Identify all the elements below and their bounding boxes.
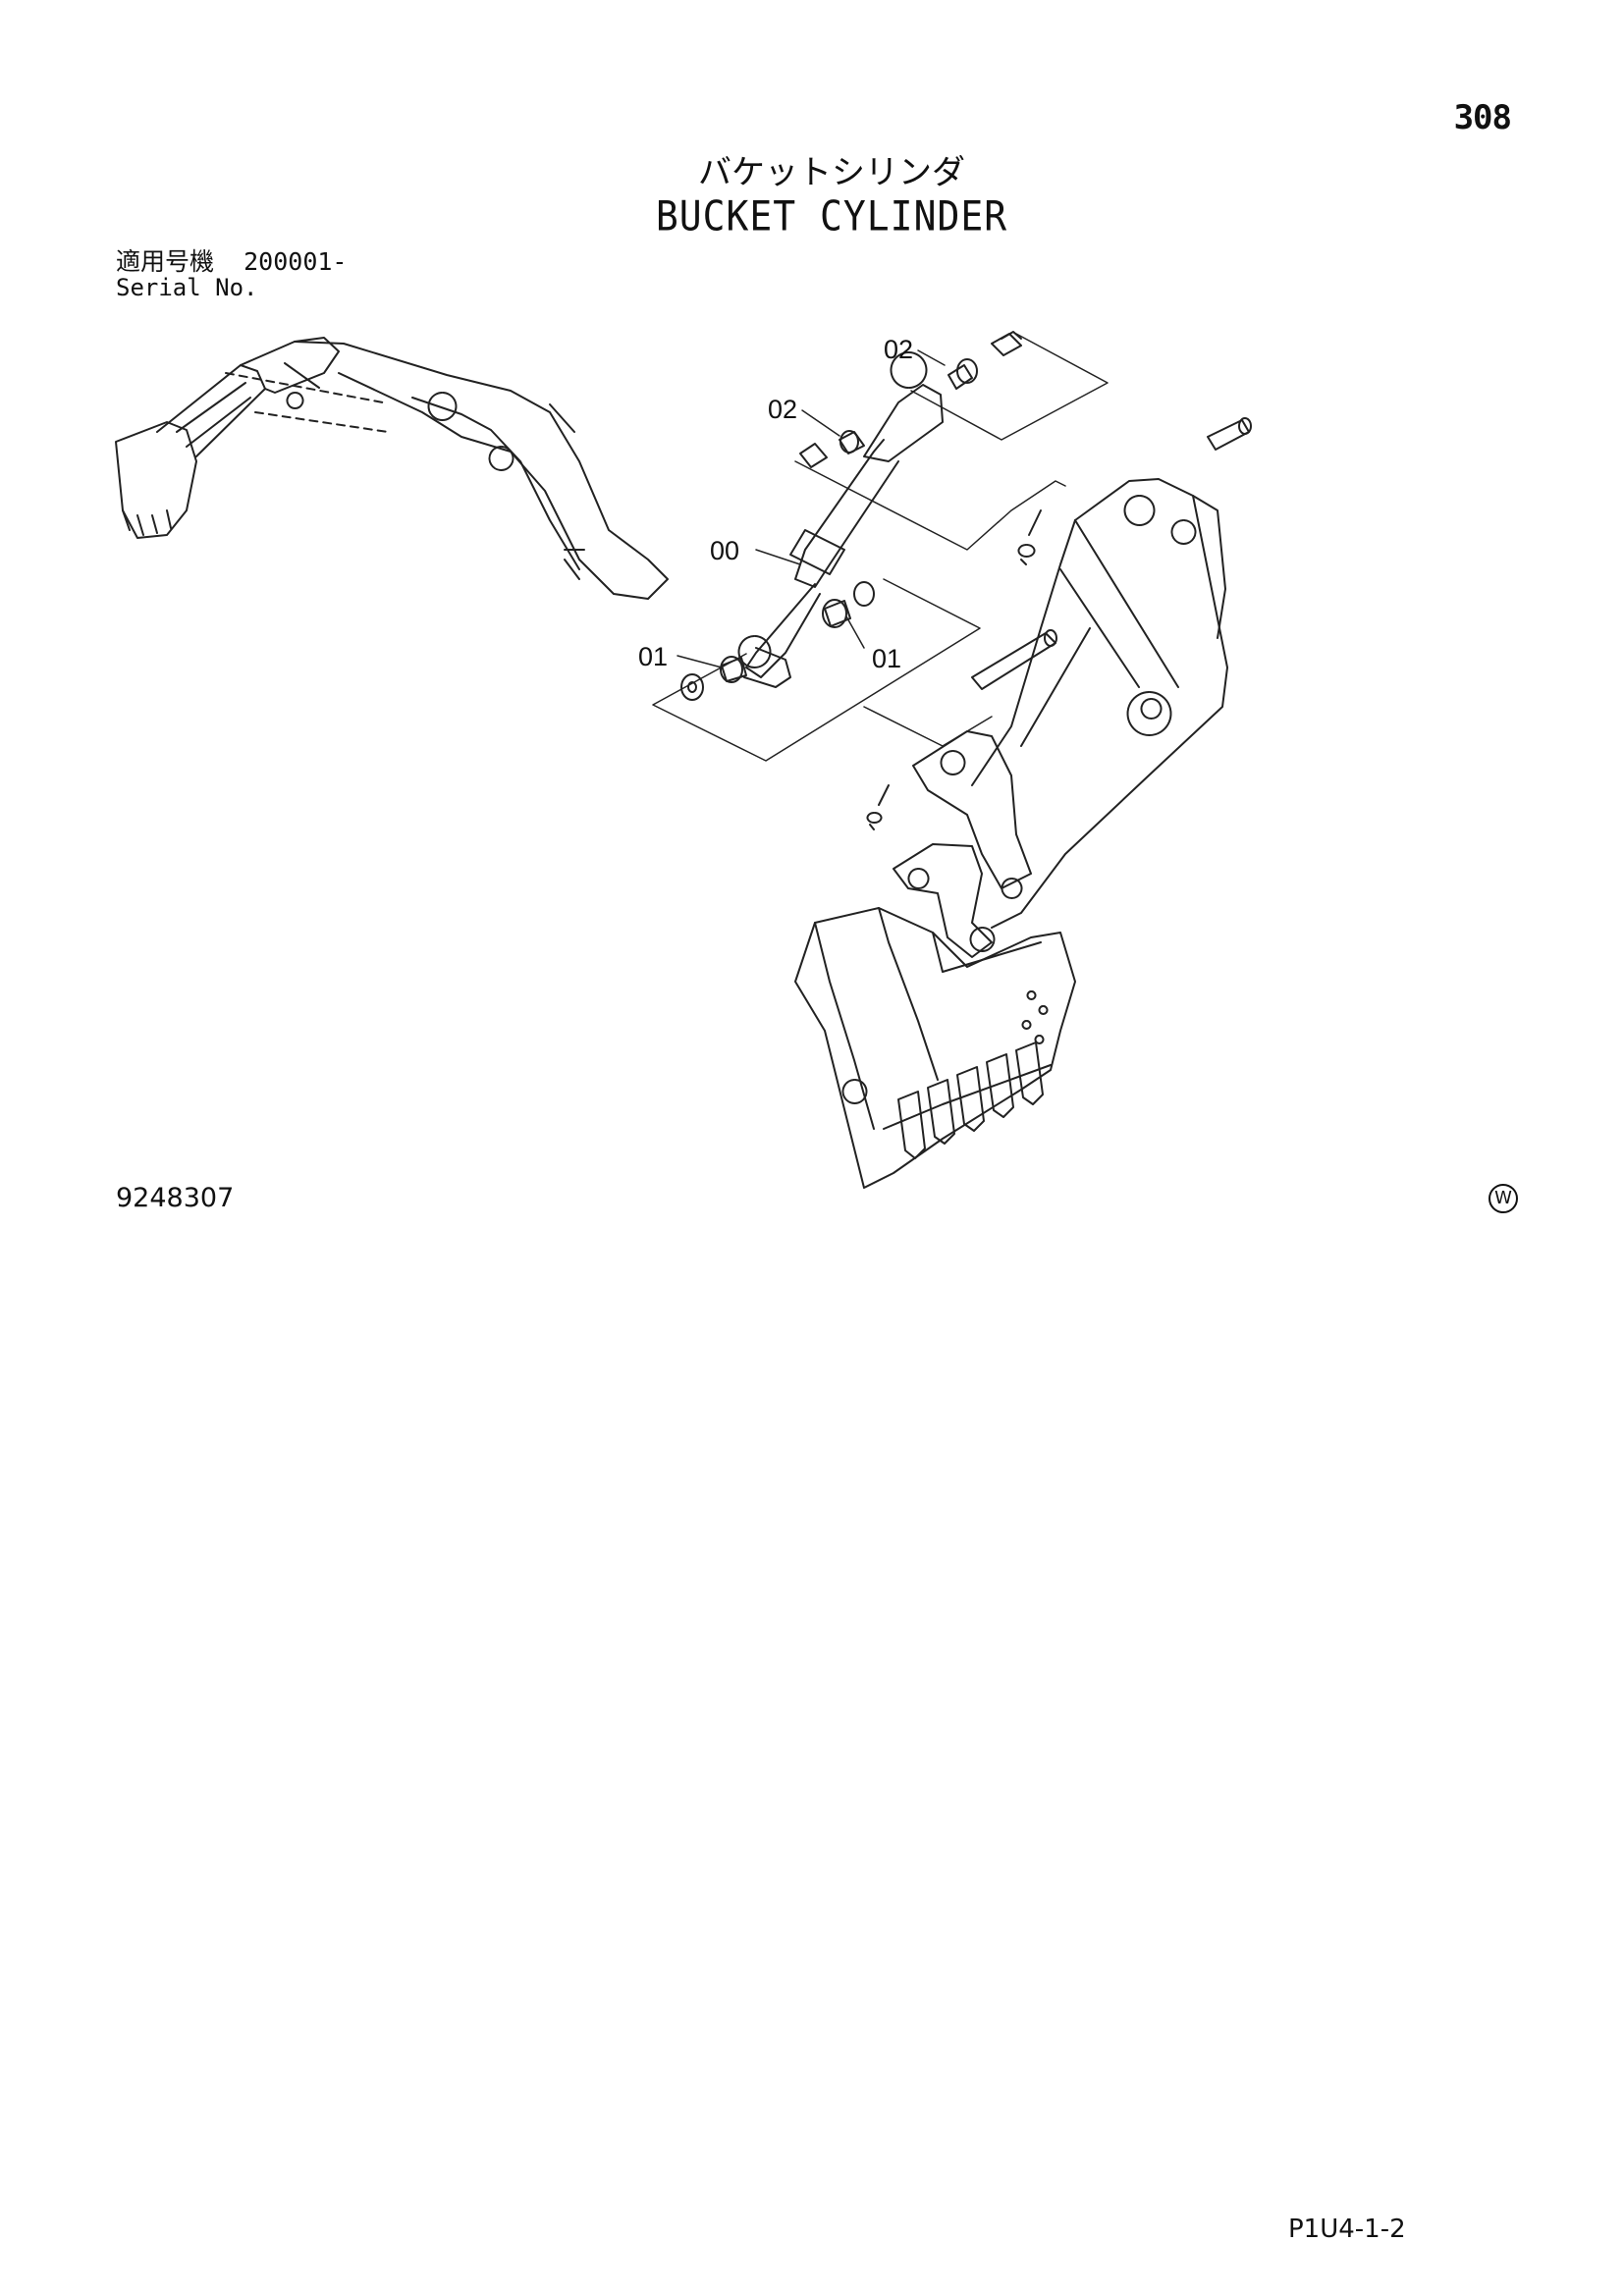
callout-label: 02 [884,335,913,364]
parts-diagram: 02 02 00 01 01 [115,331,1252,1189]
serial-range: 200001- [244,247,348,276]
page-number: 308 [1453,98,1512,137]
bucket-cylinder [737,351,944,688]
serial-block: 適用号機 200001- Serial No. [116,249,347,301]
callout-label: 01 [638,642,668,671]
assembly-guides [652,333,1109,762]
w-mark-icon: W [1489,1184,1518,1213]
upper-bushings [799,331,1022,468]
page-reference: P1U4-1-2 [1288,2215,1406,2244]
callout-leaders [677,349,946,668]
title-english: BUCKET CYLINDER [655,191,1008,240]
callout-label: 02 [768,395,797,424]
bucket-links [893,730,1032,958]
bucket [794,907,1076,1189]
serial-label-english: Serial No. [116,274,258,301]
serial-label-japanese: 適用号機 [116,247,215,276]
serial-row: 適用号機 200001- [116,249,347,275]
lower-bushings [680,581,875,701]
callout-label: 00 [710,536,739,565]
pins [971,417,1252,690]
inset-front-attachment [115,337,669,600]
title-japanese: バケットシリンダ [698,153,965,192]
figure-code: 9248307 [116,1183,235,1213]
callout-label: 01 [872,644,901,673]
arm [971,478,1228,929]
hardware [866,509,1042,830]
